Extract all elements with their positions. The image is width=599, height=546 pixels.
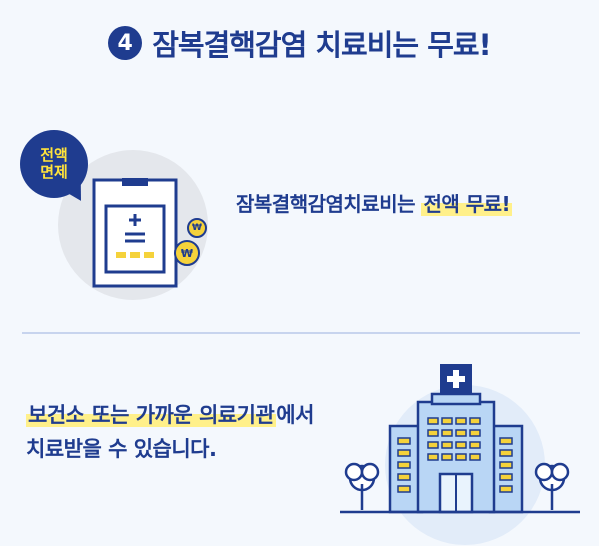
- treatment-location-text: 보건소 또는 가까운 의료기관에서 치료받을 수 있습니다.: [26, 398, 314, 466]
- tree-icon: [344, 462, 380, 510]
- section-free-treatment: ₩ ₩ 전액 면제 잠복결핵감염치료비는 전액 무료!: [0, 120, 599, 310]
- location-highlight: 보건소 또는 가까운 의료기관: [26, 403, 277, 427]
- step-number-badge: 4: [108, 26, 143, 60]
- text-highlight: 전액 무료!: [421, 192, 513, 216]
- coin-icon: ₩: [174, 240, 200, 266]
- prescription-document-icon: [92, 178, 178, 288]
- text-plain: 잠복결핵감염치료비는: [236, 192, 422, 216]
- coin-icon: ₩: [187, 218, 207, 238]
- hospital-building-icon: [340, 364, 580, 514]
- free-treatment-text: 잠복결핵감염치료비는 전액 무료!: [236, 188, 513, 217]
- badge-line1: 전액: [40, 146, 68, 164]
- section-divider: [22, 332, 580, 334]
- tree-icon: [534, 462, 570, 510]
- title-text: 잠복결핵감염 치료비는 무료!: [152, 28, 492, 62]
- badge-line2: 면제: [40, 163, 68, 181]
- location-line2: 치료받을 수 있습니다.: [26, 437, 217, 461]
- free-badge: 전액 면제: [20, 130, 88, 198]
- page-title: 4 잠복결핵감염 치료비는 무료!: [0, 22, 599, 64]
- location-rest: 에서: [276, 403, 314, 427]
